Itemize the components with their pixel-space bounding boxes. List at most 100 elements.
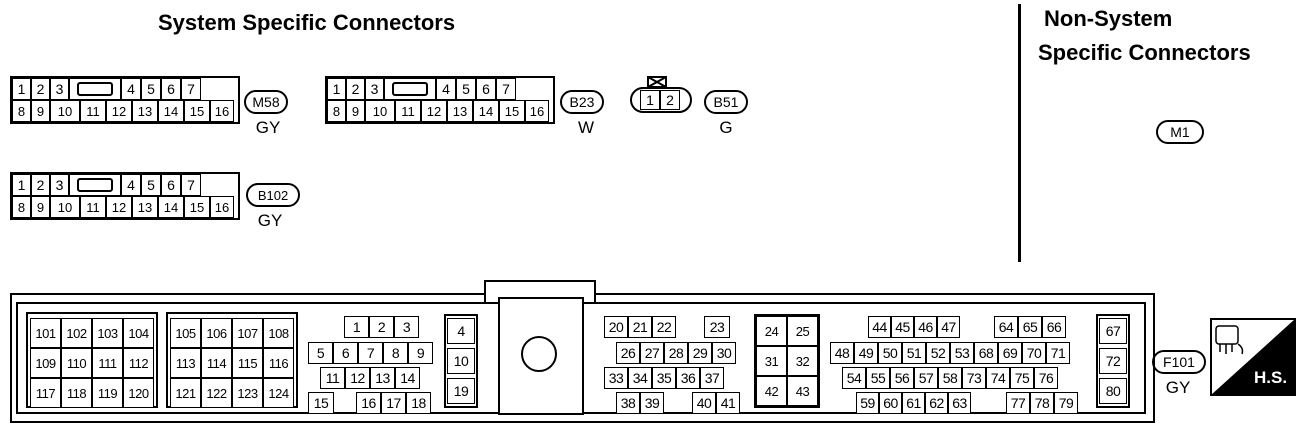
ecm-pin-10: 10 — [447, 348, 475, 374]
system-specific-header: System Specific Connectors — [158, 10, 456, 35]
b102-pin-12: 12 — [106, 196, 132, 218]
ecm-pin-124: 124 — [263, 378, 294, 408]
ecm-pin-24: 24 — [756, 316, 787, 346]
ecm-pin-20: 20 — [604, 316, 628, 338]
ecm-pin-67: 67 — [1099, 318, 1127, 344]
ecm-pin-63: 63 — [948, 392, 971, 414]
b102-pin-5: 5 — [141, 174, 161, 196]
b102-pin-8: 8 — [12, 196, 31, 218]
ecm-pin-115: 115 — [232, 348, 263, 378]
m58-pin-15: 15 — [184, 100, 210, 122]
ecm-pin-106: 106 — [201, 318, 232, 348]
ecm-pin-49: 49 — [854, 342, 878, 364]
b23-pin-16: 16 — [525, 100, 549, 122]
ecm-pin-22: 22 — [652, 316, 676, 338]
ecm-pin-118: 118 — [61, 378, 92, 408]
ecm-pin-16: 16 — [356, 392, 381, 414]
b23-pin-5: 5 — [456, 78, 476, 100]
ecm-pin-57: 57 — [914, 367, 938, 389]
b102-pin-7: 7 — [181, 174, 201, 196]
ecm-pin-112: 112 — [123, 348, 154, 378]
ecm-pin-4: 4 — [447, 318, 475, 344]
ecm-pin-75: 75 — [1010, 367, 1034, 389]
b23-pin-13: 13 — [447, 100, 473, 122]
ecm-pin-6: 6 — [333, 342, 358, 364]
ecm-pin-56: 56 — [890, 367, 914, 389]
m58-pin-8: 8 — [12, 100, 31, 122]
ecm-pin-101: 101 — [30, 318, 61, 348]
m58-pin-2: 2 — [31, 78, 50, 100]
ecm-pin-107: 107 — [232, 318, 263, 348]
b23-pin-1: 1 — [327, 78, 346, 100]
connector-f101-label: F101 — [1152, 350, 1206, 374]
b102-pin-3: 3 — [50, 174, 69, 196]
ecm-pin-74: 74 — [986, 367, 1010, 389]
ecm-pin-27: 27 — [640, 342, 664, 364]
ecm-pin-51: 51 — [902, 342, 926, 364]
b23-pin-10: 10 — [365, 100, 395, 122]
b23-pin-7: 7 — [496, 78, 516, 100]
connector-m58-color: GY — [255, 118, 281, 137]
b23-pin-2: 2 — [346, 78, 365, 100]
ecm-pin-104: 104 — [123, 318, 154, 348]
m58-pin-11: 11 — [80, 100, 106, 122]
m58-pin-14: 14 — [158, 100, 184, 122]
b23-pin-11: 11 — [395, 100, 421, 122]
ecm-pin-28: 28 — [664, 342, 688, 364]
ecm-pin-114: 114 — [201, 348, 232, 378]
ecm-pin-58: 58 — [938, 367, 962, 389]
ecm-pin-13: 13 — [370, 367, 395, 389]
ecm-group-h-frame — [1096, 314, 1130, 408]
ecm-pin-108: 108 — [263, 318, 294, 348]
ecm-pin-19: 19 — [447, 378, 475, 404]
ecm-pin-64: 64 — [994, 316, 1018, 338]
ecm-pin-78: 78 — [1030, 392, 1054, 414]
ecm-pin-61: 61 — [902, 392, 925, 414]
ecm-pin-48: 48 — [830, 342, 854, 364]
ecm-pin-47: 47 — [937, 316, 960, 338]
ecm-pin-5: 5 — [308, 342, 333, 364]
ecm-pin-42: 42 — [756, 376, 787, 406]
m58-pin-12: 12 — [106, 100, 132, 122]
ecm-pin-21: 21 — [628, 316, 652, 338]
ecm-pin-113: 113 — [170, 348, 201, 378]
non-system-header-line1: Non-System — [1044, 6, 1173, 31]
m58-latch — [77, 82, 113, 96]
ecm-pin-111: 111 — [92, 348, 123, 378]
b102-pin-9: 9 — [31, 196, 50, 218]
ecm-pin-18: 18 — [406, 392, 431, 414]
m58-outline — [10, 76, 240, 124]
connector-b23-label: B23 — [560, 90, 604, 114]
b102-pin-4: 4 — [121, 174, 141, 196]
ecm-pin-8: 8 — [383, 342, 408, 364]
b23-pin-6: 6 — [476, 78, 496, 100]
ecm-pin-102: 102 — [61, 318, 92, 348]
b102-pin-16: 16 — [210, 196, 234, 218]
ecm-pin-120: 120 — [123, 378, 154, 408]
ecm-pin-55: 55 — [866, 367, 890, 389]
b102-pin-13: 13 — [132, 196, 158, 218]
ecm-pin-45: 45 — [891, 316, 914, 338]
ecm-pin-30: 30 — [712, 342, 736, 364]
ecm-pin-35: 35 — [652, 367, 676, 389]
ecm-pin-3: 3 — [394, 316, 419, 338]
b23-pin-14: 14 — [473, 100, 499, 122]
ecm-pin-66: 66 — [1042, 316, 1066, 338]
ecm-pin-77: 77 — [1006, 392, 1030, 414]
b23-pin-15: 15 — [499, 100, 525, 122]
ecm-pin-80: 80 — [1099, 378, 1127, 404]
ecm-pin-70: 70 — [1022, 342, 1046, 364]
connector-b51-color: G — [719, 118, 733, 137]
b102-outline — [10, 172, 240, 220]
ecm-pin-73: 73 — [962, 367, 986, 389]
ecm-pin-52: 52 — [926, 342, 950, 364]
ecm-pin-59: 59 — [856, 392, 879, 414]
ecm-pin-65: 65 — [1018, 316, 1042, 338]
b23-latch — [392, 82, 428, 96]
ecm-pin-9: 9 — [408, 342, 433, 364]
b102-pin-2: 2 — [31, 174, 50, 196]
ecm-pin-2: 2 — [369, 316, 394, 338]
connector-m58-label: M58 — [244, 90, 288, 114]
ecm-connector-tab — [484, 280, 596, 302]
